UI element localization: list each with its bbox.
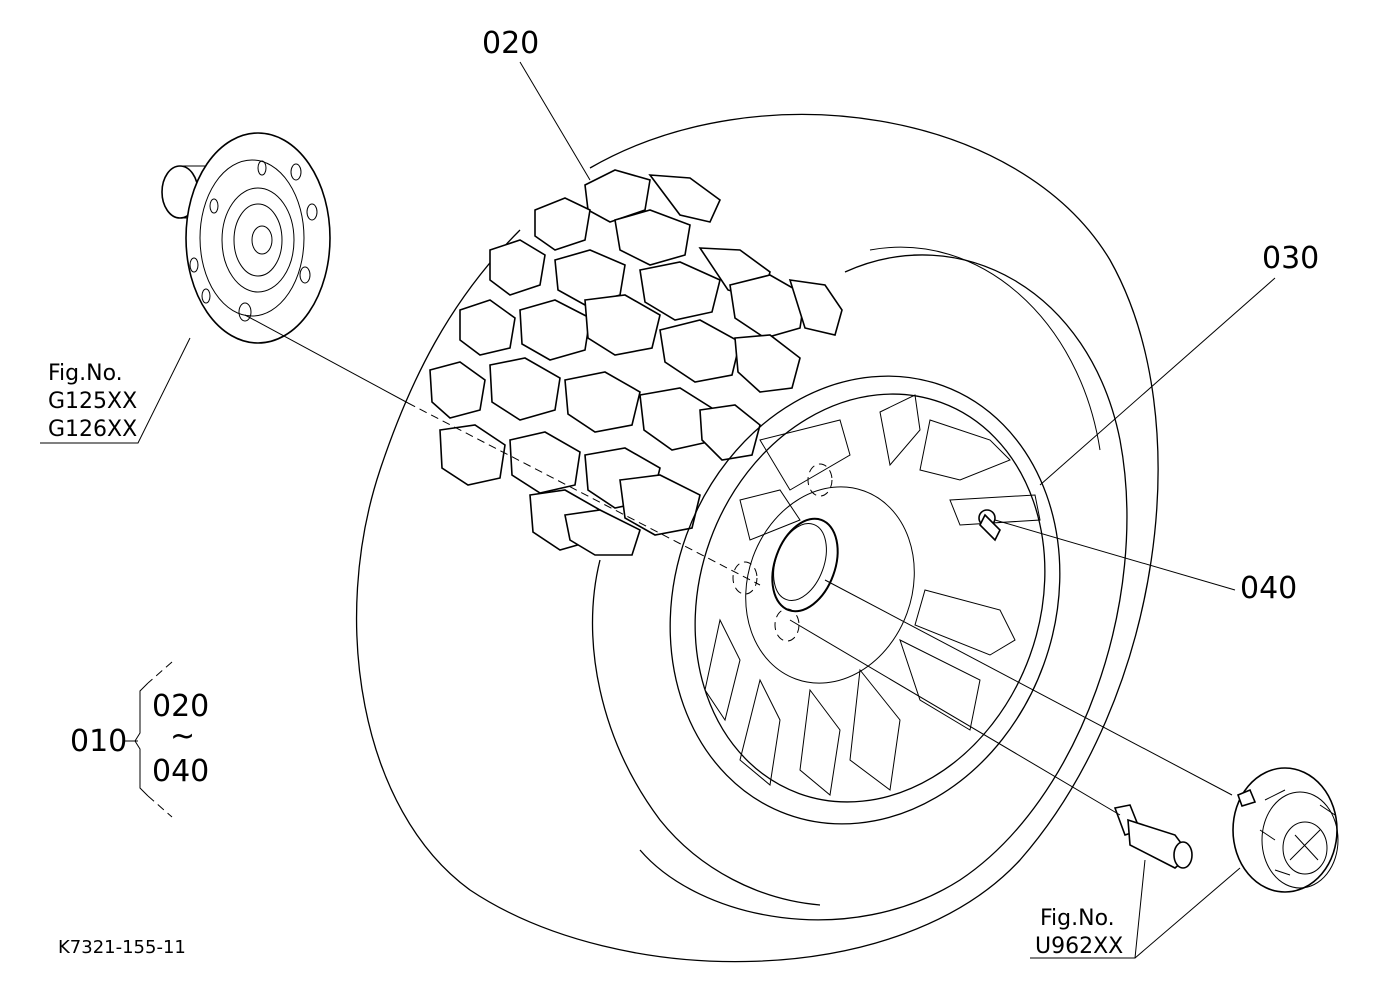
center-cap-part <box>1232 767 1339 893</box>
hub-ref-label: Fig.No. <box>48 361 123 386</box>
valve-stem-part <box>978 509 1001 542</box>
rim-part <box>669 375 1061 825</box>
callout-tire: 020 <box>482 26 539 61</box>
tire-part <box>355 113 1159 963</box>
assembly-bracket <box>125 661 173 818</box>
wheel-bolt-part <box>1113 804 1193 869</box>
callout-assembly: 010 <box>70 724 127 759</box>
callout-range-start: 020 <box>152 689 209 724</box>
callout-rim: 030 <box>1262 241 1319 276</box>
assembly-lines <box>244 314 1233 816</box>
cap-ref-line-1: U962XX <box>1035 934 1123 959</box>
callout-valve: 040 <box>1240 571 1297 606</box>
cap-ref-label: Fig.No. <box>1040 906 1115 931</box>
leader-lines <box>40 61 1276 959</box>
hub-ref-line-2: G126XX <box>48 417 137 442</box>
callout-range-end: 040 <box>152 754 209 789</box>
hub-ref-line-1: G125XX <box>48 389 137 414</box>
drawing-code: K7321-155-11 <box>58 937 186 958</box>
callout-range-tilde: ~ <box>170 719 195 754</box>
tire-tread <box>429 169 843 556</box>
hub-part <box>161 132 331 344</box>
